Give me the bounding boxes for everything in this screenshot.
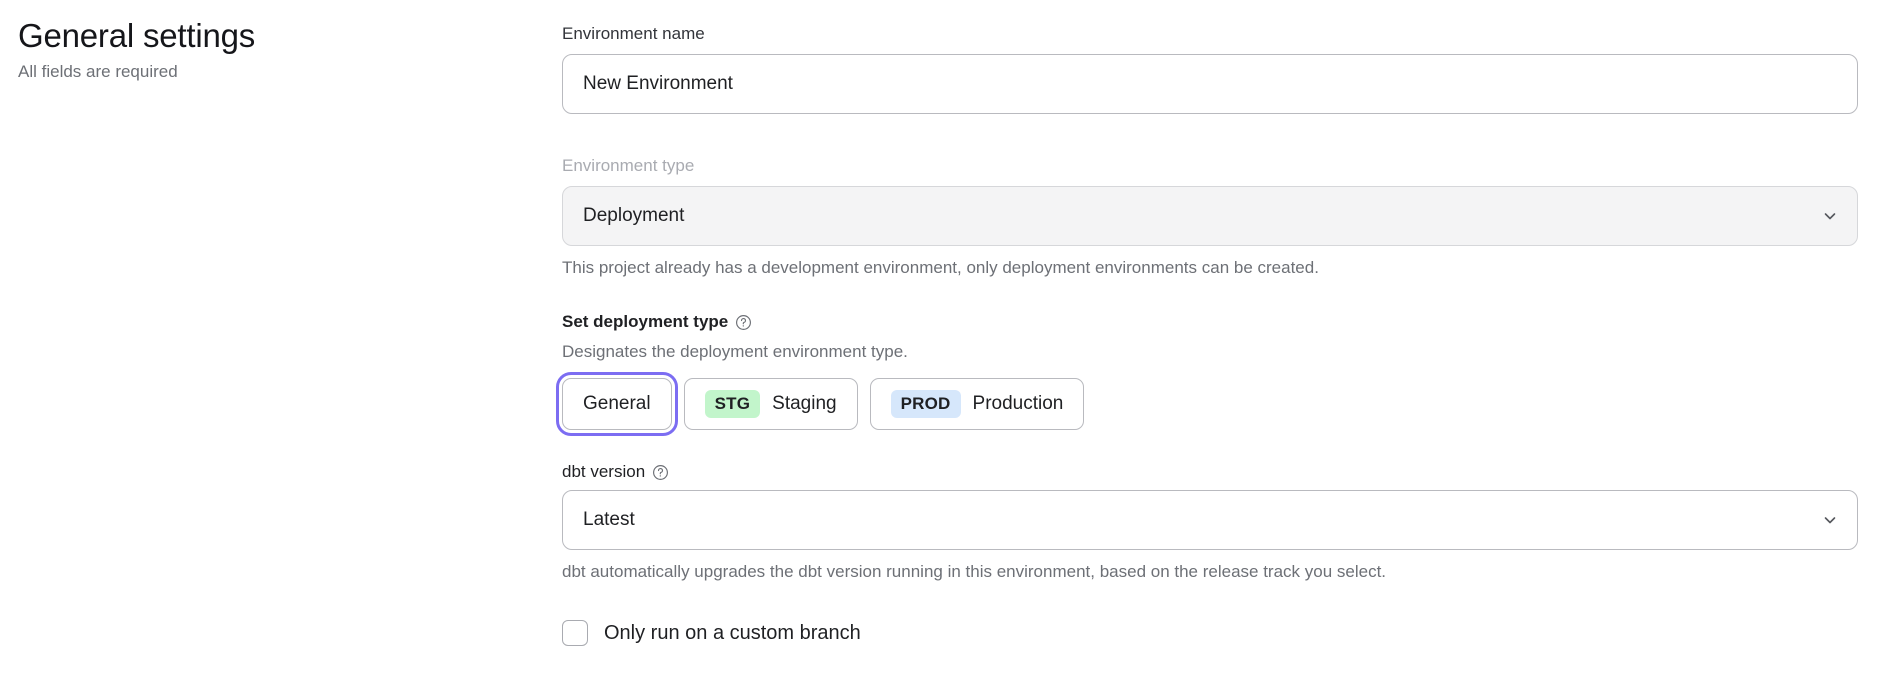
environment-type-select-shell: Deployment bbox=[562, 186, 1858, 246]
deployment-type-option-general[interactable]: General bbox=[556, 372, 678, 436]
dbt-version-label-row: dbt version bbox=[562, 460, 1858, 484]
environment-name-label: Environment name bbox=[562, 24, 705, 43]
field-deployment-type: Set deployment type Designates the deplo… bbox=[556, 310, 1858, 436]
question-circle-icon[interactable] bbox=[735, 314, 752, 331]
field-environment-type: Environment type Deployment This project… bbox=[562, 154, 1858, 280]
dbt-version-select-shell: Latest bbox=[562, 490, 1858, 550]
settings-form: Environment name Environment type Deploy… bbox=[556, 22, 1858, 646]
spacer bbox=[562, 430, 1858, 460]
deployment-type-options: General STG Staging PROD Production bbox=[556, 372, 1858, 436]
deployment-type-option-general-label: General bbox=[583, 393, 651, 414]
dbt-version-value: Latest bbox=[583, 509, 635, 530]
settings-header: General settings All fields are required bbox=[18, 16, 618, 84]
field-dbt-version: dbt version Latest bbox=[562, 460, 1858, 584]
environment-name-input[interactable] bbox=[562, 54, 1858, 114]
production-badge: PROD bbox=[890, 390, 961, 418]
custom-branch-label: Only run on a custom branch bbox=[604, 622, 861, 644]
staging-badge: STG bbox=[704, 390, 761, 418]
dbt-version-label: dbt version bbox=[562, 462, 646, 481]
environment-type-select[interactable]: Deployment bbox=[562, 186, 1858, 246]
deployment-type-option-production-label: Production bbox=[972, 393, 1064, 414]
deployment-type-option-staging[interactable]: STG Staging bbox=[683, 378, 858, 430]
environment-type-helper: This project already has a development e… bbox=[562, 258, 1319, 277]
deployment-type-option-staging-label: Staging bbox=[772, 393, 837, 414]
deployment-type-label-row: Set deployment type bbox=[562, 310, 1858, 334]
dbt-version-select[interactable]: Latest bbox=[562, 490, 1858, 550]
field-environment-name: Environment name bbox=[562, 22, 1858, 114]
page-title: General settings bbox=[18, 17, 256, 54]
deployment-type-option-production[interactable]: PROD Production bbox=[869, 378, 1085, 430]
deployment-type-helper: Designates the deployment environment ty… bbox=[562, 342, 908, 361]
deployment-type-label: Set deployment type bbox=[562, 312, 729, 331]
environment-type-label: Environment type bbox=[562, 156, 695, 175]
custom-branch-checkbox[interactable] bbox=[562, 620, 588, 646]
page-subtitle: All fields are required bbox=[18, 62, 178, 81]
question-circle-icon[interactable] bbox=[652, 464, 669, 481]
custom-branch-row[interactable]: Only run on a custom branch bbox=[562, 620, 1858, 646]
dbt-version-helper: dbt automatically upgrades the dbt versi… bbox=[562, 562, 1387, 581]
environment-type-value: Deployment bbox=[583, 205, 685, 226]
spacer bbox=[562, 114, 1858, 154]
spacer bbox=[562, 280, 1858, 310]
